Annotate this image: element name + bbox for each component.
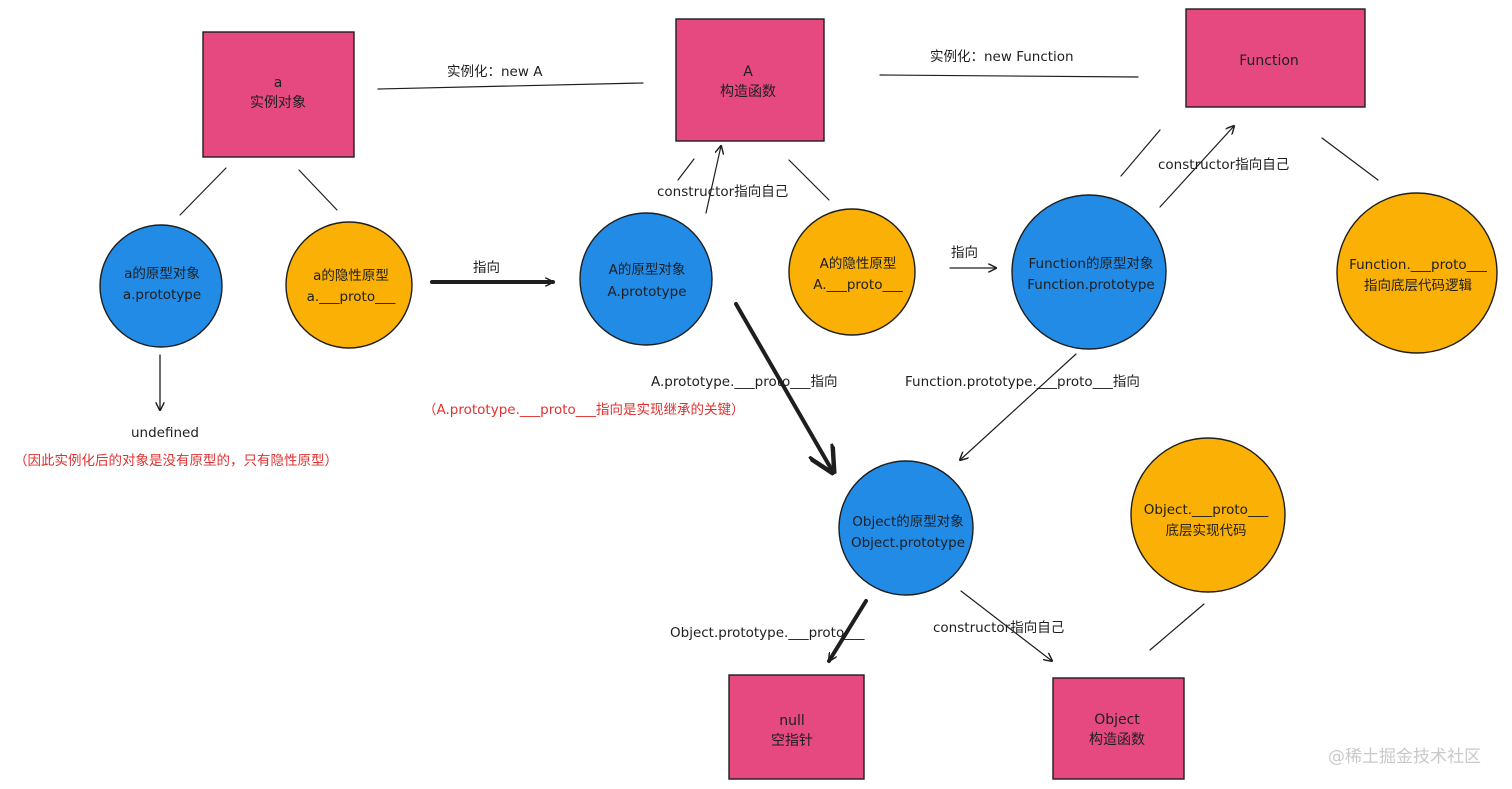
Function-constructor-label: constructor指向自己 [1158,157,1289,173]
Object-proto-circle [1130,437,1286,593]
instantiate-a-line [377,82,644,90]
A-left-line [677,158,695,181]
A-prototype-subtitle: A.prototype [607,284,686,300]
Object-constructor-label: constructor指向自己 [933,620,1064,636]
A-constructor-box [675,18,825,142]
Object-prototype-circle [838,460,974,596]
Object-constructor-title: Object [1094,712,1140,728]
a-instance-box [202,31,355,158]
Object-constructor-subtitle: 构造函数 [1089,732,1145,748]
null-box-subtitle: 空指针 [771,733,813,749]
a-proto-circle [285,221,413,349]
Object-prototype-subtitle: Object.prototype [851,535,965,551]
A-prototype-constructor-arrow [705,146,721,214]
Function-proto-subtitle: 指向底层代码逻辑 [1364,278,1472,294]
A-proto-chain-label: A.prototype.___proto___指向 [651,374,838,390]
Object-prototype-constructor-arrow [960,590,1052,661]
A-constructor-title: A [743,64,753,80]
a-proto-subtitle: a.___proto___ [307,289,396,305]
Function-proto-chain-label: Function.prototype.___proto___指向 [905,374,1140,390]
a-proto-title: a的隐性原型 [313,268,389,284]
Object-proto-title: Object.___proto___ [1144,502,1269,518]
A-proto-circle [788,208,916,336]
Function-proto-circle [1336,192,1498,354]
Function-prototype-circle [1011,194,1167,350]
Function-prototype-subtitle: Function.prototype [1027,277,1155,293]
Object-prototype-to-null-arrow [827,599,868,661]
Object-proto-subtitle: 底层实现代码 [1166,523,1247,539]
a-to-proto-line [298,169,338,211]
A-prototype-to-Object-prototype-arrow [734,302,833,472]
undefined-label: undefined [131,425,199,441]
instantiate-A-line [879,74,1139,78]
Function-prototype-constructor-arrow [1159,126,1234,208]
points-to-label-2: 指向 [951,245,978,261]
Function-right-line [1321,137,1379,181]
A-constructor-subtitle: 构造函数 [720,84,776,100]
no-prototype-note: （因此实例化后的对象是没有原型的，只有隐性原型） [14,453,338,469]
A-proto-subtitle: A.___proto___ [813,277,903,293]
a-prototype-subtitle: a.prototype [123,287,201,303]
A-prototype-title: A的原型对象 [609,262,686,278]
object-proto-to-constructor-line [1149,603,1205,651]
inheritance-key-note: （A.prototype.___proto___指向是实现继承的关键） [423,402,745,418]
Object-constructor-box [1052,677,1185,780]
points-to-label-1: 指向 [473,260,500,276]
A-constructor-label: constructor指向自己 [657,184,788,200]
A-prototype-circle [579,212,713,346]
null-box-title: null [779,713,805,729]
Function-box [1185,8,1366,108]
null-box [728,674,865,780]
A-right-line [788,159,830,201]
a-instance-subtitle: 实例对象 [250,95,306,111]
Object-proto-chain-label: Object.prototype.___proto___ [670,625,865,641]
a-prototype-title: a的原型对象 [124,266,200,282]
watermark: @稀土掘金技术社区 [1328,747,1481,767]
instantiate-A-label: 实例化：new Function [930,49,1074,65]
Function-proto-title: Function.___proto___ [1349,257,1487,273]
Function-left-line [1120,129,1161,177]
Function-prototype-to-Object-prototype-arrow [960,353,1077,460]
a-prototype-circle [99,224,223,348]
a-to-prototype-line [179,167,227,216]
Object-prototype-title: Object的原型对象 [852,514,963,530]
Function-box-title: Function [1239,53,1299,69]
Function-prototype-title: Function的原型对象 [1029,256,1154,272]
A-proto-title: A的隐性原型 [820,256,897,272]
instantiate-a-label: 实例化：new A [447,64,543,80]
a-instance-title: a [274,75,283,91]
